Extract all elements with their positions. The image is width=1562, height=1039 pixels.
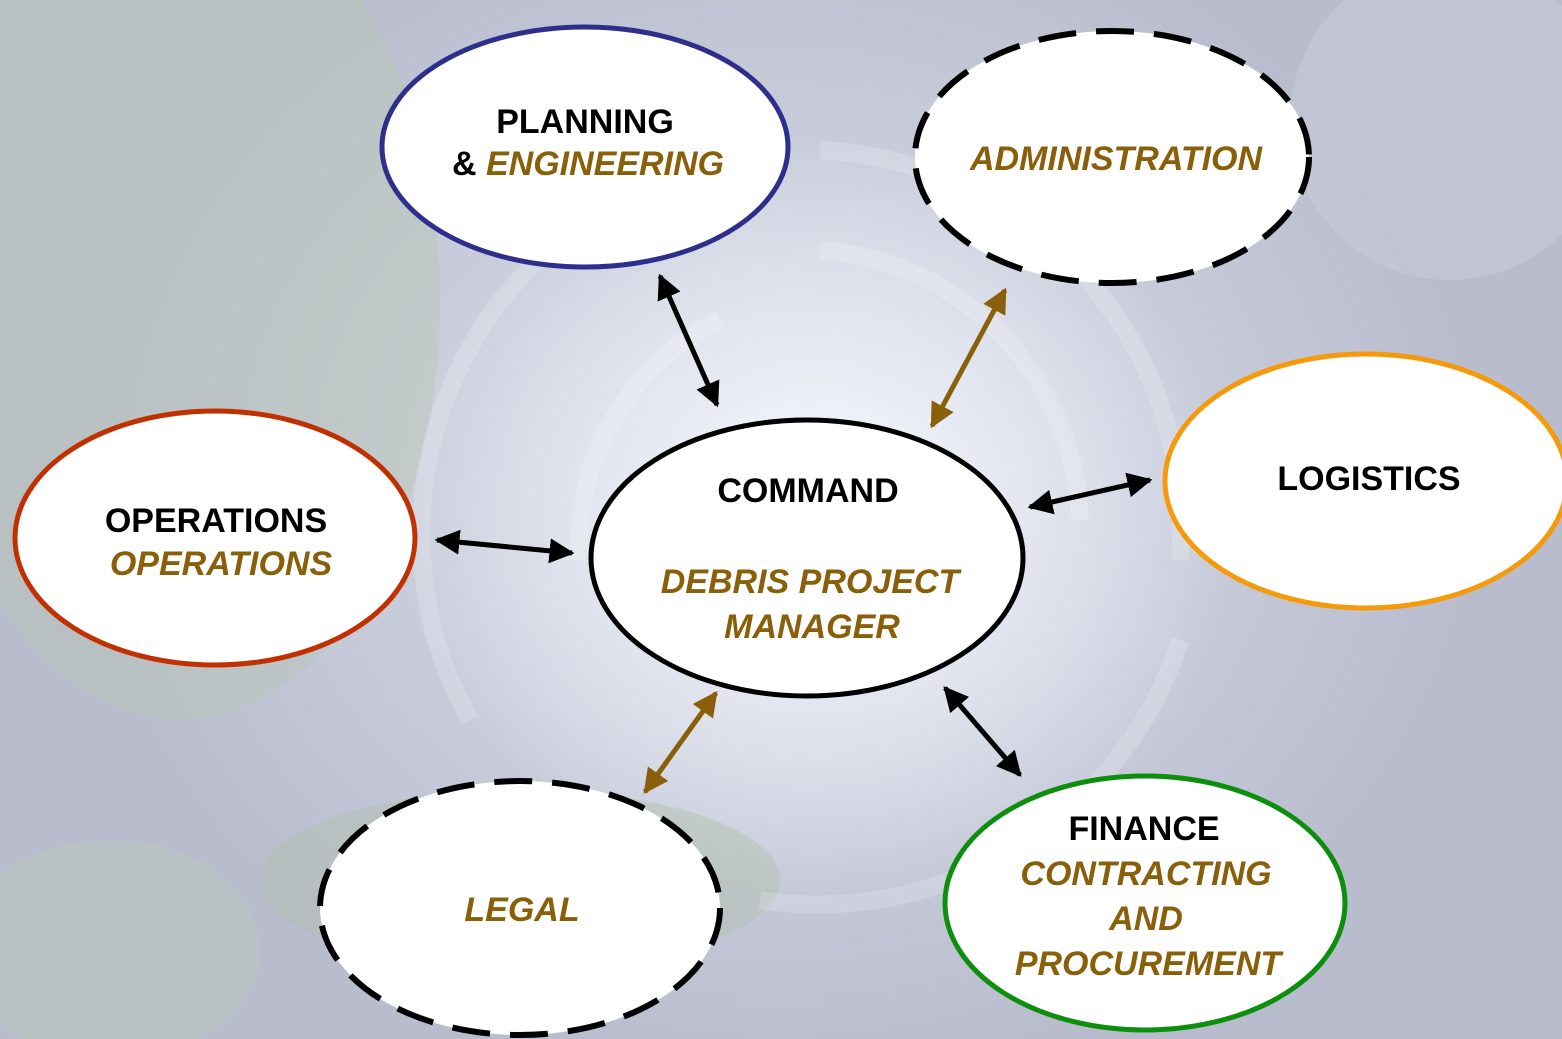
node-finance: FINANCE CONTRACTING AND PROCUREMENT	[942, 773, 1348, 1033]
link-command-finance	[943, 686, 1022, 777]
command-role-line1: DEBRIS PROJECT	[661, 563, 963, 601]
node-operations-border	[12, 408, 418, 668]
node-command: COMMAND DEBRIS PROJECT MANAGER	[588, 417, 1026, 699]
node-logistics: LOGISTICS	[1162, 351, 1562, 611]
planning-subtitle-prefix: &	[452, 145, 486, 183]
finance-line4: PROCUREMENT	[1015, 945, 1285, 983]
logistics-title: LOGISTICS	[1277, 460, 1460, 498]
command-title: COMMAND	[717, 472, 898, 510]
node-legal: LEGAL	[317, 778, 723, 1038]
operations-title: OPERATIONS	[105, 502, 327, 540]
operations-subtitle: OPERATIONS	[110, 545, 333, 583]
node-finance-border	[942, 773, 1348, 1033]
planning-subtitle-accent: ENGINEERING	[486, 145, 724, 183]
finance-line2: CONTRACTING	[1020, 855, 1271, 893]
link-command-operations	[434, 529, 575, 564]
command-role-line2: MANAGER	[724, 608, 900, 646]
node-planning: PLANNING & ENGINEERING	[379, 24, 791, 270]
link-command-legal	[642, 690, 719, 795]
node-administration: ADMINISTRATION	[912, 28, 1312, 286]
finance-title: FINANCE	[1068, 810, 1219, 848]
node-logistics-border	[1162, 351, 1562, 611]
node-legal-border	[317, 778, 723, 1038]
node-planning-border	[379, 24, 791, 270]
node-operations: OPERATIONS OPERATIONS	[12, 408, 418, 668]
link-command-administration	[929, 287, 1008, 429]
planning-title: PLANNING	[496, 103, 674, 141]
legal-title: LEGAL	[464, 891, 579, 929]
link-command-logistics	[1027, 472, 1153, 515]
planning-subtitle: & ENGINEERING	[452, 145, 724, 183]
link-command-planning	[657, 273, 720, 408]
node-command-border	[588, 417, 1026, 699]
finance-line3: AND	[1108, 900, 1183, 938]
administration-title: ADMINISTRATION	[969, 140, 1264, 178]
node-administration-border	[912, 28, 1312, 286]
